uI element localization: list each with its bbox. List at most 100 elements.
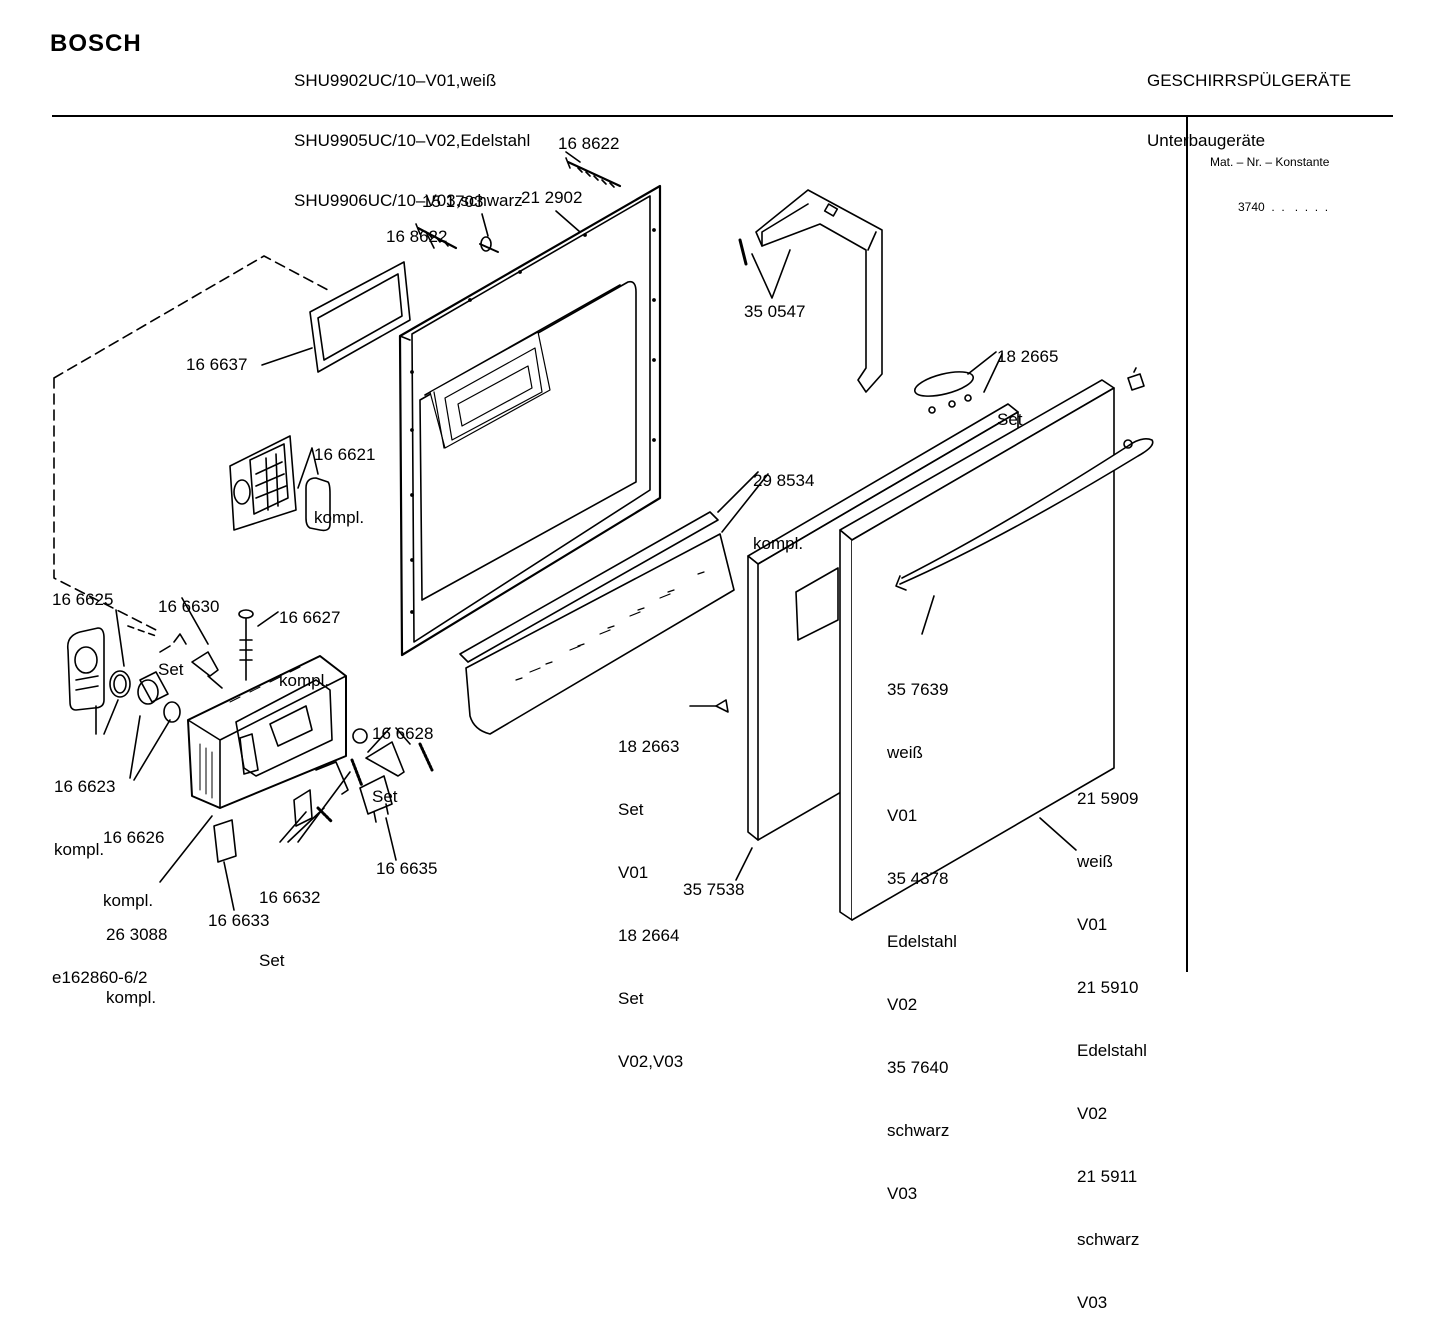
part-label: 35 7538	[683, 879, 744, 900]
category-title: GESCHIRRSPÜLGERÄTE Unterbaugeräte	[1147, 31, 1351, 171]
material-value: 3740 . . . . . .	[1238, 200, 1329, 214]
part-note: kompl.	[103, 891, 154, 910]
part-note: V03	[887, 1184, 918, 1203]
part-label: 16 6625	[52, 589, 113, 610]
door-handle	[895, 438, 1154, 591]
part-number: 21 5910	[1077, 978, 1139, 997]
detergent-gasket	[309, 261, 411, 373]
part-note: kompl.	[106, 988, 157, 1007]
actuator-parts	[293, 728, 434, 827]
dispenser-flap	[66, 627, 105, 711]
leader	[297, 447, 319, 489]
leader	[717, 471, 769, 533]
part-label: 16 6633	[208, 910, 269, 931]
spring-set	[159, 633, 223, 689]
part-number: 16 6626	[103, 828, 165, 847]
part-label: 16 6626 kompl.	[103, 785, 164, 932]
outer-door	[839, 379, 1115, 921]
part-note: kompl.	[314, 508, 365, 527]
screw-short	[479, 236, 499, 253]
part-number: 18 2665	[997, 347, 1059, 366]
part-number: 16 6621	[314, 445, 376, 464]
exploded-diagram	[53, 151, 1154, 921]
part-note: Edelstahl	[887, 932, 957, 951]
leader	[1039, 817, 1077, 851]
cover-set	[913, 367, 1145, 414]
part-note: schwarz	[1077, 1230, 1140, 1249]
model-line: SHU9902UC/10–V01,weiß	[294, 71, 497, 90]
leader	[751, 249, 791, 299]
part-note: weiß	[887, 743, 923, 762]
part-number: 16 6623	[54, 777, 116, 796]
part-label: 21 5909 weiß V01 21 5910 Edelstahl V02 2…	[1077, 746, 1147, 1334]
part-number: 16 6628	[372, 724, 434, 743]
model-line: SHU9905UC/10–V02,Edelstahl	[294, 131, 531, 150]
leader	[555, 210, 581, 233]
leader	[115, 609, 125, 667]
part-number: 16 6637	[186, 355, 248, 374]
part-note: schwarz	[887, 1121, 950, 1140]
leader	[127, 625, 157, 637]
material-constant: Mat. – Nr. – Konstante 3740 . . . . . .	[1210, 125, 1329, 230]
leader	[95, 699, 119, 735]
part-note: V03	[1077, 1293, 1108, 1312]
part-label: 21 2902	[521, 187, 582, 208]
part-note: V02,V03	[618, 1052, 684, 1071]
leader	[921, 595, 935, 635]
leader	[159, 815, 213, 883]
leader	[257, 611, 279, 627]
part-label: 16 6628 Set	[372, 681, 433, 828]
part-label: 15 1703	[422, 191, 483, 212]
panel-cover	[305, 477, 331, 532]
part-label: 35 7639 weiß V01 35 4378 Edelstahl V02 3…	[887, 637, 957, 1225]
leader	[967, 351, 1003, 393]
leader	[367, 727, 411, 753]
part-note: V02	[887, 995, 918, 1014]
drawing-reference: e162860-6/2	[52, 968, 148, 987]
part-label: 16 8622	[558, 133, 619, 154]
part-number: 16 6625	[52, 590, 114, 609]
part-note: V01	[887, 806, 918, 825]
part-note: V01	[618, 863, 649, 882]
control-panel	[229, 435, 297, 531]
category-line: GESCHIRRSPÜLGERÄTE	[1147, 71, 1352, 90]
leader	[223, 861, 235, 911]
part-number: 16 8622	[558, 134, 620, 153]
part-label: 26 3088 kompl.	[106, 882, 167, 1029]
leader	[129, 715, 171, 781]
part-number: 16 8622	[386, 227, 448, 246]
assembly-dashed-outline	[53, 255, 329, 633]
seal-ring	[109, 670, 131, 698]
part-number: 16 6627	[279, 608, 341, 627]
leader	[425, 231, 435, 249]
part-label: 16 6637	[186, 354, 247, 375]
part-number: 21 5911	[1077, 1167, 1138, 1186]
part-number: 16 6633	[208, 911, 270, 930]
material-title: Mat. – Nr. – Konstante	[1210, 155, 1330, 169]
part-note: Edelstahl	[1077, 1041, 1147, 1060]
part-note: Set	[997, 410, 1023, 429]
screw-top	[565, 157, 622, 188]
part-note: kompl.	[753, 534, 804, 553]
cover-plate	[213, 819, 237, 863]
part-label: 16 6621 kompl.	[314, 402, 375, 549]
part-note: V02	[1077, 1104, 1108, 1123]
part-note: Set	[372, 787, 398, 806]
dispenser-housing	[187, 655, 347, 809]
part-label: 16 6635	[376, 858, 437, 879]
part-number: 18 2663	[618, 737, 680, 756]
header-rule	[52, 115, 1393, 117]
part-label: 16 6630 Set	[158, 554, 219, 701]
part-number: 16 6635	[376, 859, 438, 878]
part-note: V01	[1077, 915, 1108, 934]
leader	[385, 817, 397, 861]
leader	[279, 771, 351, 843]
part-number: 35 7640	[887, 1058, 949, 1077]
leader	[481, 213, 489, 237]
part-number: 35 7538	[683, 880, 745, 899]
part-label: 35 0547	[744, 301, 805, 322]
part-note: kompl.	[54, 840, 105, 859]
part-label: 18 2665 Set	[997, 304, 1058, 451]
part-number: 15 1703	[422, 192, 484, 211]
part-number: 16 6632	[259, 888, 321, 907]
